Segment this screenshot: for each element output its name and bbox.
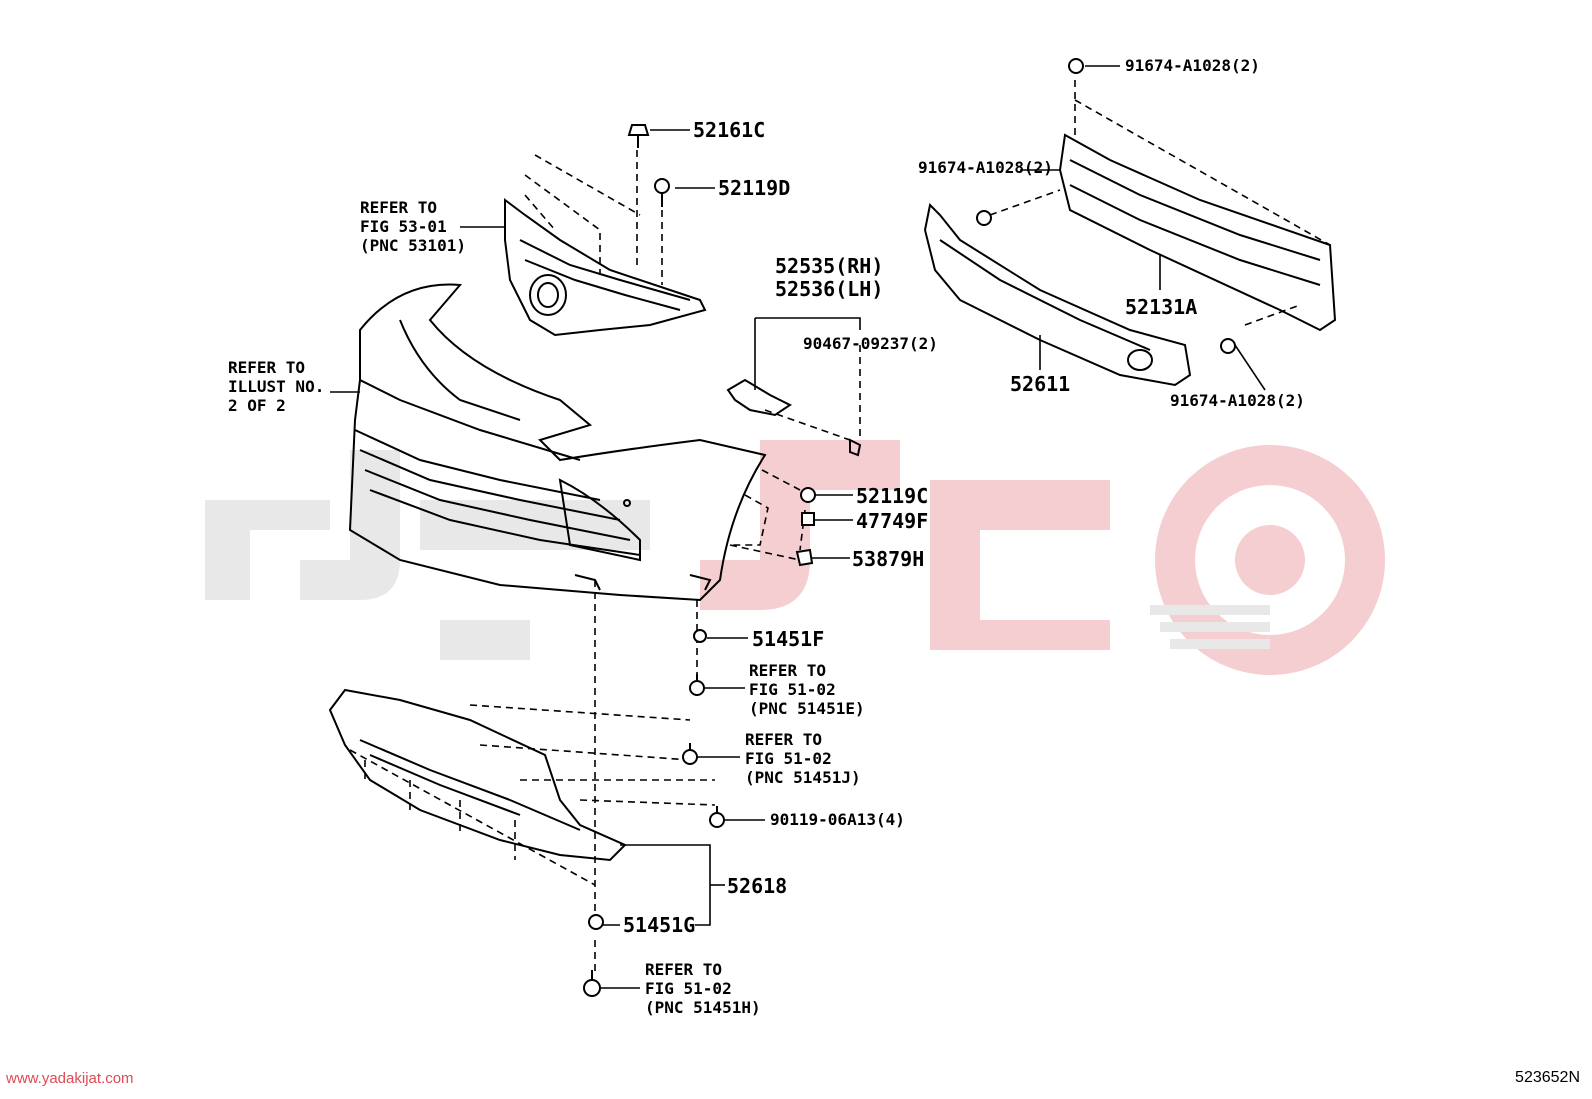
bolt-j-reference-note: REFER TO FIG 51-02 (PNC 51451J) [745, 730, 861, 787]
note-line: FIG 51-02 [745, 749, 832, 768]
part-90467-label: 90467-09237(2) [803, 334, 938, 353]
part-52161C-label: 52161C [693, 118, 766, 142]
grille-reference-note: REFER TO FIG 53-01 (PNC 53101) [360, 198, 466, 255]
part-51451G-label: 51451G [623, 913, 696, 937]
part-47749F-label: 47749F [856, 509, 929, 533]
note-line: 2 OF 2 [228, 396, 286, 415]
part-52536-label: 52536(LH) [775, 277, 884, 301]
part-52618-label: 52618 [727, 874, 788, 898]
figure-code: 523652N [1515, 1069, 1580, 1086]
part-52131A-label: 52131A [1125, 295, 1198, 319]
dashed-guides [349, 80, 1331, 975]
bumper-cover [348, 283, 767, 602]
part-91674-left-label: 91674-A1028(2) [918, 158, 1053, 177]
part-52535-label: 52535(RH) [775, 254, 884, 278]
note-line: REFER TO [228, 358, 306, 377]
note-line: (PNC 51451E) [749, 699, 865, 718]
note-line: FIG 51-02 [749, 680, 836, 699]
watermark-logo [205, 440, 1385, 675]
note-line: (PNC 53101) [360, 236, 466, 255]
website-watermark: www.yadakijat.com [6, 1070, 134, 1087]
part-91674-top-label: 91674-A1028(2) [1125, 56, 1260, 75]
part-91674-bottom-label: 91674-A1028(2) [1170, 391, 1305, 410]
front-grille [504, 198, 707, 337]
leader-lines [330, 65, 1266, 989]
fasteners [583, 58, 1236, 997]
part-52611-label: 52611 [1010, 372, 1071, 396]
note-line: (PNC 51451J) [745, 768, 861, 787]
note-line: ILLUST NO. [228, 377, 325, 396]
part-51451F-label: 51451F [752, 627, 825, 651]
side-bracket [726, 378, 862, 457]
under-cover-52618 [328, 688, 627, 862]
note-line: FIG 51-02 [645, 979, 732, 998]
illust-reference-note: REFER TO ILLUST NO. 2 OF 2 [228, 358, 324, 415]
part-52119D-label: 52119D [718, 176, 791, 200]
part-52119C-label: 52119C [856, 484, 929, 508]
absorber-52611 [923, 202, 1192, 387]
reinforcement-52131A [1058, 133, 1337, 332]
note-line: (PNC 51451H) [645, 998, 761, 1017]
part-90119-label: 90119-06A13(4) [770, 810, 905, 829]
note-line: REFER TO [645, 960, 723, 979]
note-line: FIG 53-01 [360, 217, 447, 236]
bolt-h-reference-note: REFER TO FIG 51-02 (PNC 51451H) [645, 960, 761, 1017]
note-line: REFER TO [745, 730, 823, 749]
part-53879H-label: 53879H [852, 547, 925, 571]
note-line: REFER TO [749, 661, 827, 680]
bolt-e-reference-note: REFER TO FIG 51-02 (PNC 51451E) [749, 661, 865, 718]
note-line: REFER TO [360, 198, 438, 217]
